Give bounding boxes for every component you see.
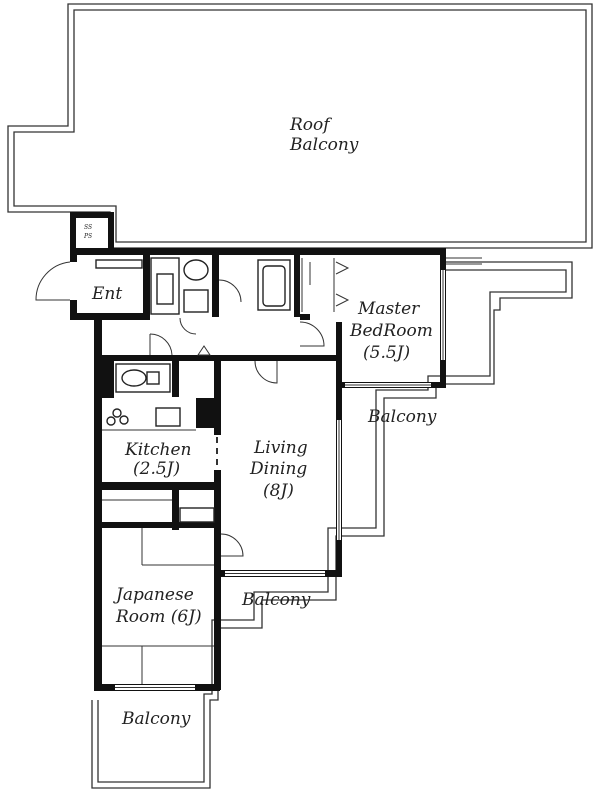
master-bedroom-label-1: Master <box>357 299 420 319</box>
balcony-outline <box>91 261 573 789</box>
ps-label: PS <box>83 233 92 240</box>
fixtures <box>95 257 350 684</box>
master-bedroom-label-3: (5.5J) <box>363 343 410 363</box>
labels: Roof Balcony SS PS Ent Master BedRoom (5… <box>83 115 437 729</box>
balcony-south-label: Balcony <box>121 709 191 729</box>
windows <box>115 257 482 690</box>
living-dining-label-2: Dining <box>249 459 307 479</box>
japanese-room-label-1: Japanese <box>113 585 194 605</box>
master-bedroom-label-2: BedRoom <box>349 321 433 341</box>
kitchen-label-2: (2.5J) <box>133 459 180 479</box>
roof-balcony-label-2: Balcony <box>289 135 359 155</box>
roof-balcony-label-1: Roof <box>289 115 332 135</box>
kitchen-label-1: Kitchen <box>124 440 191 460</box>
balcony-middle-label: Balcony <box>241 590 311 610</box>
living-dining-label-3: (8J) <box>263 481 294 501</box>
doors <box>35 261 325 557</box>
living-dining-label-1: Living <box>253 438 308 458</box>
ss-label: SS <box>84 224 92 231</box>
japanese-room-label-2: Room (6J) <box>115 607 202 627</box>
entrance-label: Ent <box>91 284 122 304</box>
balcony-east-label: Balcony <box>367 407 437 427</box>
